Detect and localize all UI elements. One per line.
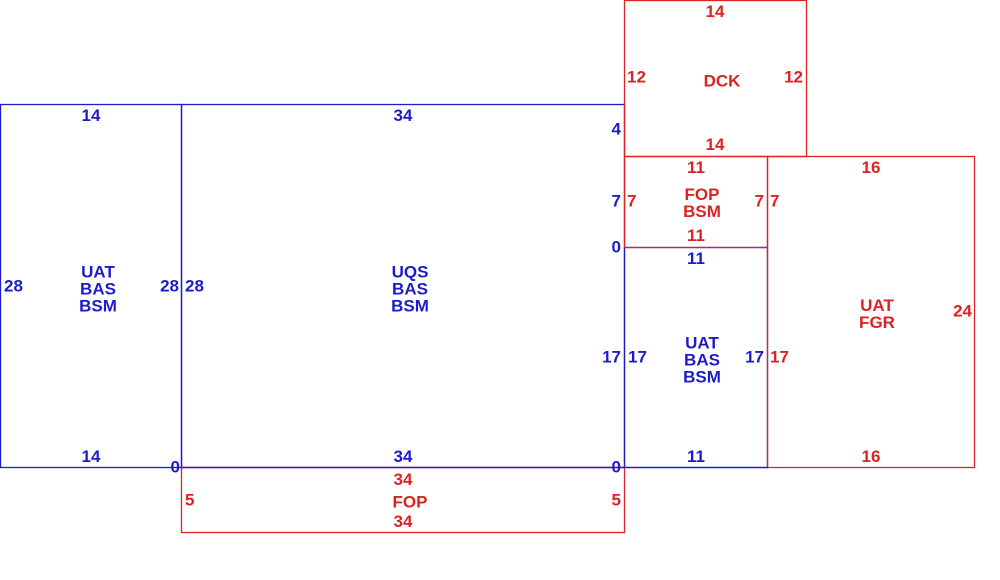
fop-bottom-room-right-dim: 5 <box>611 490 621 510</box>
center-room-left-corner-dim: 0 <box>170 457 180 477</box>
uat-fgr-room-bottom-dim: 16 <box>861 447 881 466</box>
uat-small-room-left-dim: 17 <box>628 347 647 367</box>
dck-room-right-dim: 12 <box>784 67 803 87</box>
fop-small-room-left-dim: 7 <box>627 191 637 211</box>
fop-small-room-label-line: FOP <box>684 185 720 204</box>
left-room-right-dim: 28 <box>160 276 179 296</box>
uat-fgr-room-left-lower-dim: 17 <box>770 347 789 367</box>
center-room-label-line: BAS <box>392 279 428 299</box>
left-room-bottom-dim: 14 <box>81 447 101 466</box>
uat-fgr-room-left-upper-dim: 7 <box>770 191 780 211</box>
uat-small-room-top-dim: 11 <box>687 249 705 268</box>
fop-small-room-label-line: BSM <box>683 202 721 221</box>
left-room-label-line: BAS <box>80 279 116 299</box>
fop-bottom-room-left-dim: 5 <box>185 490 195 510</box>
center-room-label-line: UQS <box>391 262 429 282</box>
fop-small-room-right-dim: 7 <box>754 191 764 211</box>
dck-room-top-dim: 14 <box>705 2 725 21</box>
center-room-right-upper-dim: 4 <box>611 119 621 139</box>
fop-small-room-bottom-dim: 11 <box>687 226 705 245</box>
dck-room-bottom-dim: 14 <box>705 135 725 154</box>
uat-fgr-room-label-line: FGR <box>859 313 895 332</box>
uat-small-room-label-line: BAS <box>684 350 720 370</box>
fop-small-room-top-dim: 11 <box>687 158 705 177</box>
room-outline-uat-fgr <box>766 155 976 469</box>
left-room-label: UAT BAS BSM <box>79 264 117 315</box>
center-room-right-lower-dim: 17 <box>602 347 621 367</box>
uat-small-room-label-line: UAT <box>685 333 719 353</box>
center-room-bottom-corner-dim: 0 <box>611 457 621 477</box>
uat-small-room-label: UAT BAS BSM <box>683 335 721 386</box>
center-room-label: UQS BAS BSM <box>391 264 429 315</box>
center-room-right-low-dim: 0 <box>611 237 621 257</box>
left-room-label-line: BSM <box>79 296 117 316</box>
fop-small-room-label: FOP BSM <box>683 186 721 220</box>
fop-bottom-room-bottom-dim: 34 <box>393 512 413 531</box>
uat-small-room-bottom-dim: 11 <box>687 447 705 466</box>
uat-small-room-right-dim: 17 <box>745 347 764 367</box>
dck-room-left-dim: 12 <box>627 67 646 87</box>
center-room-bottom-dim: 34 <box>393 447 413 466</box>
dck-room-label: DCK <box>703 71 741 91</box>
left-room-left-dim: 28 <box>4 276 23 296</box>
uat-fgr-room-top-dim: 16 <box>861 158 881 177</box>
uat-fgr-room-right-dim: 24 <box>953 301 972 321</box>
left-room-top-dim: 14 <box>81 106 101 125</box>
uat-fgr-room-label: UAT FGR <box>859 297 895 331</box>
fop-bottom-room-top-dim: 34 <box>393 470 413 489</box>
center-room-label-line: BSM <box>391 296 429 316</box>
left-room-label-line: UAT <box>81 262 115 282</box>
fop-bottom-room-label: FOP <box>392 492 428 512</box>
uat-small-room-label-line: BSM <box>683 367 721 387</box>
center-room-left-dim: 28 <box>185 276 204 296</box>
center-room-top-dim: 34 <box>393 106 413 125</box>
center-room-right-mid-dim: 7 <box>611 191 621 211</box>
uat-fgr-room-label-line: UAT <box>860 296 894 315</box>
